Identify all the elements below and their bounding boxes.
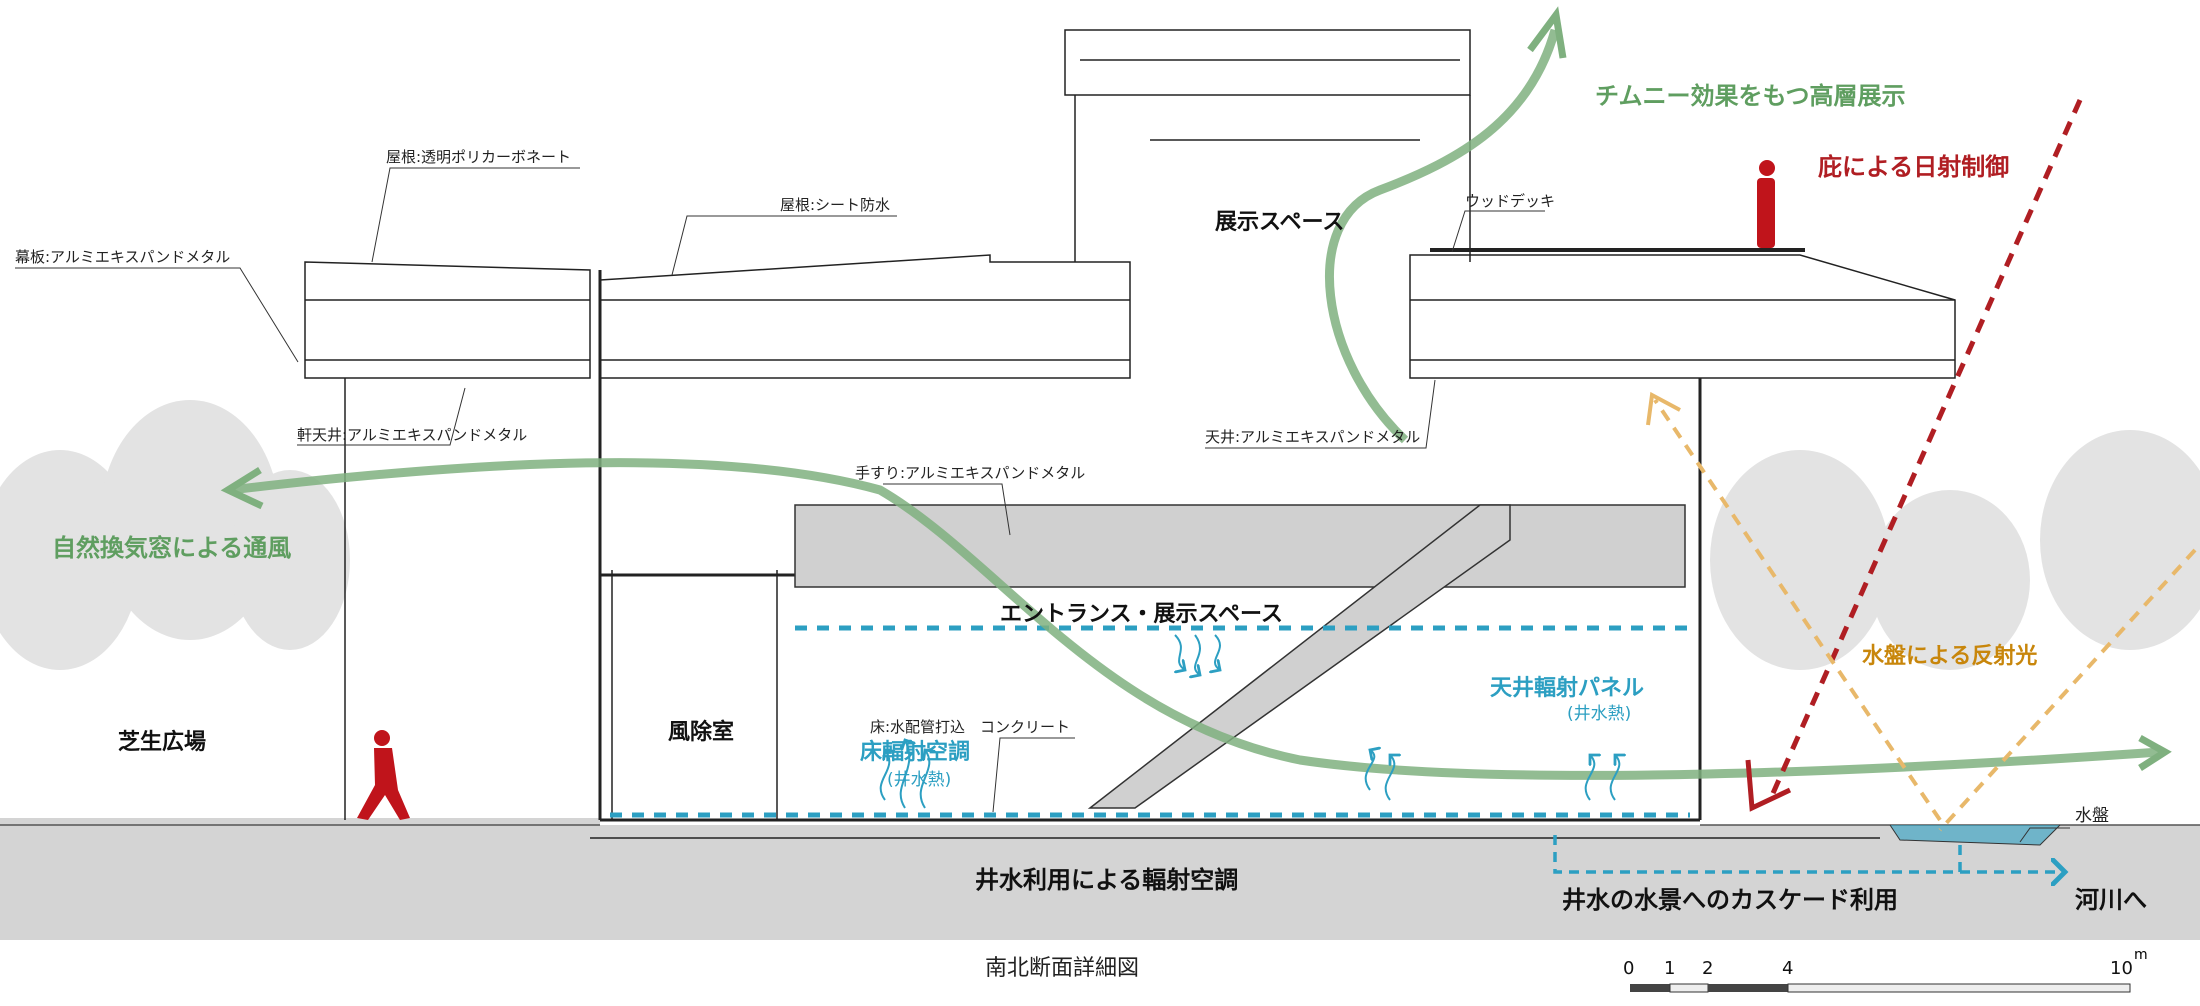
note-floor: 床:水配管打込 コンクリート [870, 718, 1071, 736]
note-soffit: 軒天井:アルミエキスパンドメタル [297, 426, 528, 444]
scale-tick-4: 4 [1782, 958, 1794, 979]
concept-chimney: チムニー効果をもつ高層展示 [1595, 82, 1906, 110]
concept-ventilation: 自然換気窓による通風 [52, 534, 292, 562]
label-water-basin: 水盤 [2075, 806, 2109, 826]
concept-reflection: 水盤による反射光 [1862, 644, 2038, 669]
ground [0, 825, 2200, 940]
concept-eaves: 庇による日射制御 [1818, 153, 2010, 181]
ventilation-flow-arrow [229, 458, 2161, 780]
heat-wave-icons [879, 634, 1620, 809]
room-exhibition-space: 展示スペース [1215, 210, 1345, 235]
chimney-flow-arrow [1325, 28, 1560, 444]
scale-bar [1630, 983, 2131, 993]
note-ceiling: 天井:アルミエキスパンドメタル [1205, 428, 1421, 446]
scale-tick-10: 10 [2110, 958, 2133, 979]
concept-well-radiant: 井水利用による輻射空調 [975, 866, 1239, 894]
concept-floor-radiant-sub: (井水熱) [887, 770, 952, 790]
concept-ceiling-panel: 天井輻射パネル [1490, 676, 1645, 701]
note-wood-deck: ウッドデッキ [1465, 192, 1556, 210]
note-fascia: 幕板:アルミエキスパンドメタル [15, 248, 231, 266]
trees-left [0, 400, 350, 670]
scale-tick-0: 0 [1623, 958, 1635, 979]
leader-lines [15, 167, 2070, 843]
concept-cascade: 井水の水景へのカスケード利用 [1562, 886, 1898, 914]
room-entrance-exhibition: エントランス・展示スペース [1000, 602, 1283, 627]
trees-right [1710, 430, 2200, 670]
building-structure [304, 29, 1956, 839]
concept-floor-radiant: 床輻射空調 [860, 740, 971, 765]
person-icon [357, 160, 1775, 820]
note-roof-sheet: 屋根:シート防水 [780, 196, 891, 214]
scale-tick-2: 2 [1702, 958, 1714, 979]
concept-ceiling-panel-sub: (井水熱) [1567, 704, 1632, 724]
concept-to-river: 河川へ [2075, 886, 2147, 914]
sun-ray [1767, 98, 2083, 802]
drawing-title: 南北断面詳細図 [985, 956, 1140, 981]
note-handrail: 手すり:アルミエキスパンドメタル [855, 464, 1086, 482]
stair [1087, 504, 1511, 809]
mezzanine-handrail [794, 504, 1686, 588]
cascade-flow [1553, 835, 2065, 872]
room-windbreak: 風除室 [668, 720, 735, 745]
room-lawn-plaza: 芝生広場 [118, 730, 207, 755]
scale-tick-1: 1 [1664, 958, 1676, 979]
reflected-light [1653, 398, 1942, 822]
note-roof-polycarbonate: 屋根:透明ポリカーボネート [386, 148, 572, 166]
scale-unit: m [2134, 947, 2148, 963]
